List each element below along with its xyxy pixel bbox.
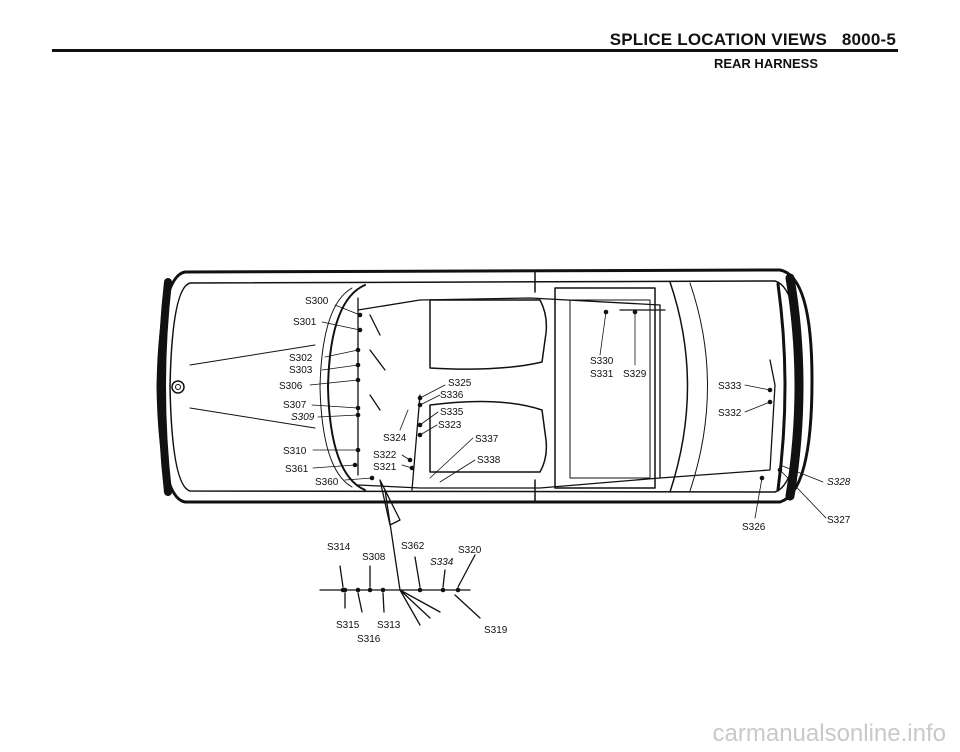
splice-label-s309: S309 [291, 412, 315, 423]
splice-label-s327: S327 [827, 515, 851, 526]
splice-label-s323: S323 [438, 420, 462, 431]
watermark: carmanualsonline.info [712, 720, 946, 747]
splice-label-s321: S321 [373, 462, 397, 473]
splice-label-s334: S334 [430, 557, 454, 568]
splice-label-s313: S313 [377, 620, 401, 631]
splice-label-s330: S330 [590, 356, 614, 367]
splice-label-s336: S336 [440, 390, 464, 401]
splice-label-s314: S314 [327, 542, 351, 553]
leader-lines [309, 304, 827, 519]
header-title: SPLICE LOCATION VIEWS [609, 30, 828, 49]
splice-label-s335: S335 [440, 407, 464, 418]
splice-label-s320: S320 [458, 545, 482, 556]
splice-label-s333: S333 [718, 381, 742, 392]
header-page-number: 8000-5 [841, 30, 896, 49]
splice-label-s319: S319 [484, 625, 508, 636]
splice-label-s322: S322 [373, 450, 397, 461]
header-rule [52, 49, 898, 52]
splice-label-s300: S300 [305, 296, 329, 307]
wiring-harness [357, 297, 776, 591]
splice-label-s307: S307 [283, 400, 307, 411]
splice-label-s326: S326 [742, 522, 766, 533]
splice-label-s324: S324 [383, 433, 407, 444]
splice-label-s338: S338 [477, 455, 501, 466]
splice-label-s301: S301 [293, 317, 317, 328]
splice-label-s310: S310 [283, 446, 307, 457]
splice-label-s329: S329 [623, 369, 647, 380]
splice-label-s306: S306 [279, 381, 303, 392]
page-subtitle: REAR HARNESS [713, 56, 818, 71]
splice-label-s302: S302 [289, 353, 313, 364]
splice-label-s325: S325 [448, 378, 472, 389]
splice-label-s308: S308 [362, 552, 386, 563]
splice-labels: S300 S301 S302 S303 S306 S307 S309 S310 … [279, 296, 851, 645]
splice-label-s315: S315 [336, 620, 360, 631]
splice-label-s331: S331 [590, 369, 614, 380]
splice-label-s328: S328 [827, 477, 851, 488]
splice-label-s361: S361 [285, 464, 309, 475]
splice-dots [340, 309, 783, 593]
splice-label-s316: S316 [357, 634, 381, 645]
splice-label-s360: S360 [315, 477, 339, 488]
page-header: SPLICE LOCATION VIEWS 8000-5 [610, 30, 896, 50]
splice-label-s332: S332 [718, 408, 742, 419]
car-body [156, 268, 814, 504]
splice-label-s303: S303 [289, 365, 313, 376]
splice-label-s337: S337 [475, 434, 499, 445]
splice-label-s362: S362 [401, 541, 425, 552]
